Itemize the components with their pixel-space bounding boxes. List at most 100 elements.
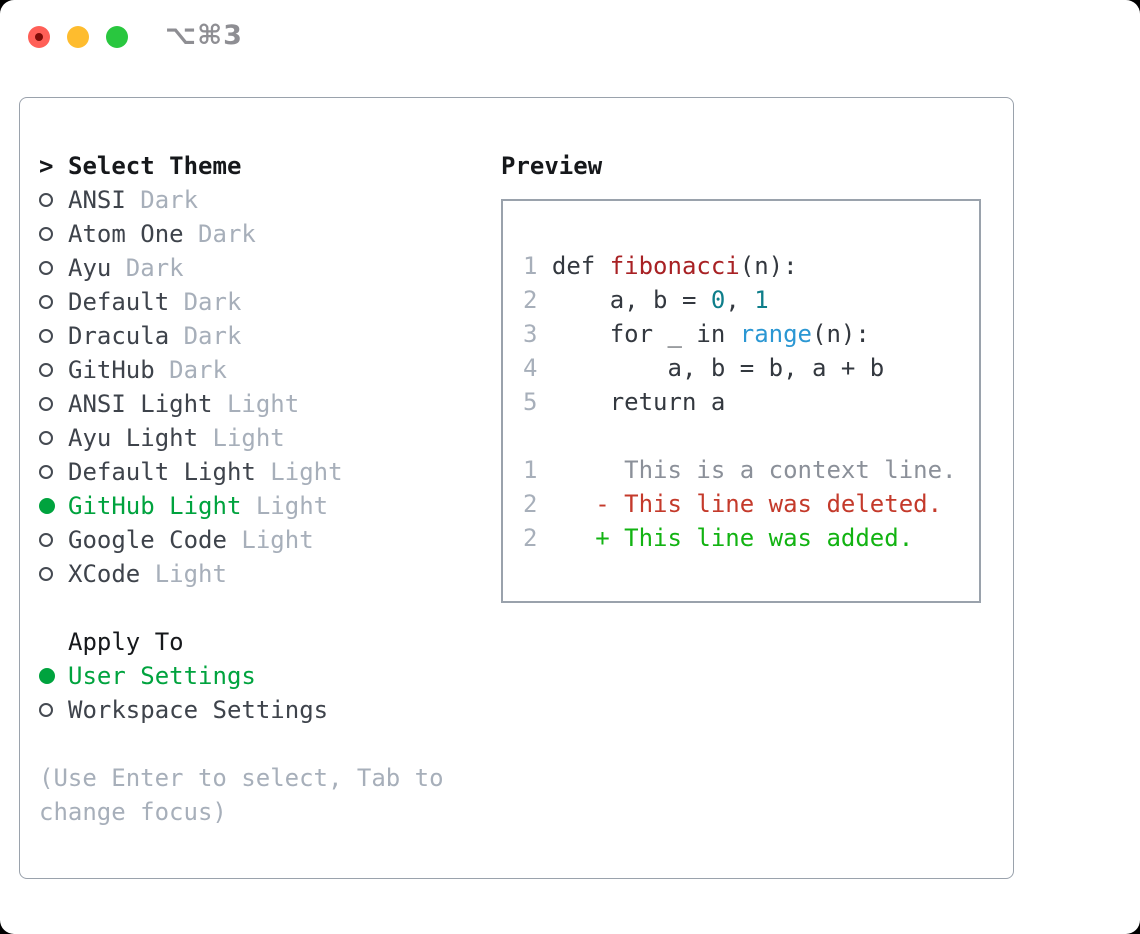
theme-option[interactable]: Google Code Light: [39, 523, 444, 557]
theme-option[interactable]: Ayu Dark: [39, 251, 444, 285]
radio-prefix: [39, 498, 68, 514]
radio-prefix: [39, 465, 68, 479]
zoom-button[interactable]: [106, 26, 128, 48]
code-segment: ,: [725, 286, 755, 314]
preview-column: Preview 1 def fibonacci(n):2 a, b = 0, 1…: [501, 149, 981, 603]
option-label: Google Code: [68, 526, 227, 554]
line-number: 2: [523, 524, 552, 552]
radio-prefix: [39, 668, 68, 684]
theme-option[interactable]: GitHub Light Light: [39, 489, 444, 523]
option-label: Workspace Settings: [68, 696, 329, 724]
option-label: Dracula: [68, 322, 170, 350]
variant-tag: Light: [198, 424, 285, 452]
code-segment: - This line was deleted.: [551, 490, 943, 518]
radio-prefix: [39, 431, 68, 445]
theme-option[interactable]: Ayu Light Light: [39, 421, 444, 455]
apply-to-option[interactable]: Workspace Settings: [39, 693, 444, 727]
theme-option[interactable]: GitHub Dark: [39, 353, 444, 387]
option-label: Ayu Light: [68, 424, 199, 452]
cursor-icon: >: [39, 152, 54, 180]
option-label: Ayu: [68, 254, 112, 282]
theme-option[interactable]: ANSI Dark: [39, 183, 444, 217]
radio-prefix: [39, 193, 68, 207]
theme-option[interactable]: Default Dark: [39, 285, 444, 319]
theme-option[interactable]: Atom One Dark: [39, 217, 444, 251]
select-theme-title: Select Theme: [68, 152, 242, 180]
variant-tag: Light: [212, 390, 300, 418]
spacer-row: [39, 727, 444, 761]
radio-prefix: [39, 261, 68, 275]
option-label: Default: [68, 288, 170, 316]
select-theme-header-row: > Select Theme: [39, 149, 444, 183]
theme-option[interactable]: Dracula Dark: [39, 319, 444, 353]
window-shortcut-label: ⌥⌘3: [165, 20, 243, 51]
radio-icon: [39, 261, 53, 275]
theme-option[interactable]: ANSI Light Light: [39, 387, 444, 421]
option-label: User Settings: [68, 662, 256, 690]
variant-tag: Dark: [125, 186, 199, 214]
radio-icon: [39, 329, 53, 343]
line-number: 1: [523, 252, 552, 280]
minimize-button[interactable]: [67, 26, 89, 48]
radio-icon: [39, 295, 53, 309]
code-segment: (n):: [812, 320, 870, 348]
variant-tag: Light: [255, 458, 343, 486]
code-segment: for _ in: [551, 320, 740, 348]
code-line: 5 return a: [523, 385, 979, 419]
variant-tag: Dark: [169, 322, 242, 350]
line-number: 1: [523, 456, 552, 484]
code-line: 4 a, b = b, a + b: [523, 351, 979, 385]
radio-icon: [39, 703, 53, 717]
radio-prefix: [39, 363, 68, 377]
variant-tag: Light: [226, 526, 314, 554]
code-segment: 0: [710, 286, 726, 314]
radio-selected-icon: [39, 498, 55, 514]
option-label: Atom One: [68, 220, 184, 248]
code-segment: fibonacci: [609, 252, 740, 280]
variant-tag: Dark: [154, 356, 227, 384]
code-line: 1 This is a context line.: [523, 453, 979, 487]
hint-line-1: (Use Enter to select, Tab to: [39, 764, 444, 792]
spacer-row: [39, 591, 444, 625]
option-label: ANSI: [68, 186, 126, 214]
radio-icon: [39, 567, 53, 581]
code-segment: a, b =: [551, 286, 711, 314]
code-segment: 1: [754, 286, 769, 314]
theme-option[interactable]: Default Light Light: [39, 455, 444, 489]
radio-prefix: [39, 397, 68, 411]
radio-prefix: [39, 703, 68, 717]
code-segment: (n):: [739, 252, 798, 280]
code-line: 2 a, b = 0, 1: [523, 283, 979, 317]
line-number: 2: [523, 286, 552, 314]
radio-prefix: [39, 295, 68, 309]
apply-to-option[interactable]: User Settings: [39, 659, 444, 693]
variant-tag: Dark: [111, 254, 184, 282]
radio-icon: [39, 227, 53, 241]
option-label: GitHub: [68, 356, 155, 384]
variant-tag: Dark: [183, 220, 256, 248]
code-line: 3 for _ in range(n):: [523, 317, 979, 351]
code-line: 1 def fibonacci(n):: [523, 249, 979, 283]
radio-icon: [39, 193, 53, 207]
theme-option[interactable]: XCode Light: [39, 557, 444, 591]
option-label: Default Light: [68, 458, 256, 486]
option-label: GitHub Light: [68, 492, 242, 520]
code-segment: range: [739, 320, 812, 348]
variant-tag: Dark: [169, 288, 242, 316]
radio-icon: [39, 465, 53, 479]
radio-icon: [39, 397, 53, 411]
variant-tag: Light: [140, 560, 227, 588]
line-number: 5: [523, 388, 552, 416]
code-segment: a, b = b, a + b: [551, 354, 885, 382]
line-number: 3: [523, 320, 552, 348]
variant-tag: Light: [241, 492, 329, 520]
close-button[interactable]: [28, 26, 50, 48]
radio-prefix: [39, 533, 68, 547]
radio-icon: [39, 363, 53, 377]
code-segment: This is a context line.: [551, 456, 957, 484]
radio-prefix: [39, 329, 68, 343]
apply-to-header-row: Apply To: [39, 625, 444, 659]
